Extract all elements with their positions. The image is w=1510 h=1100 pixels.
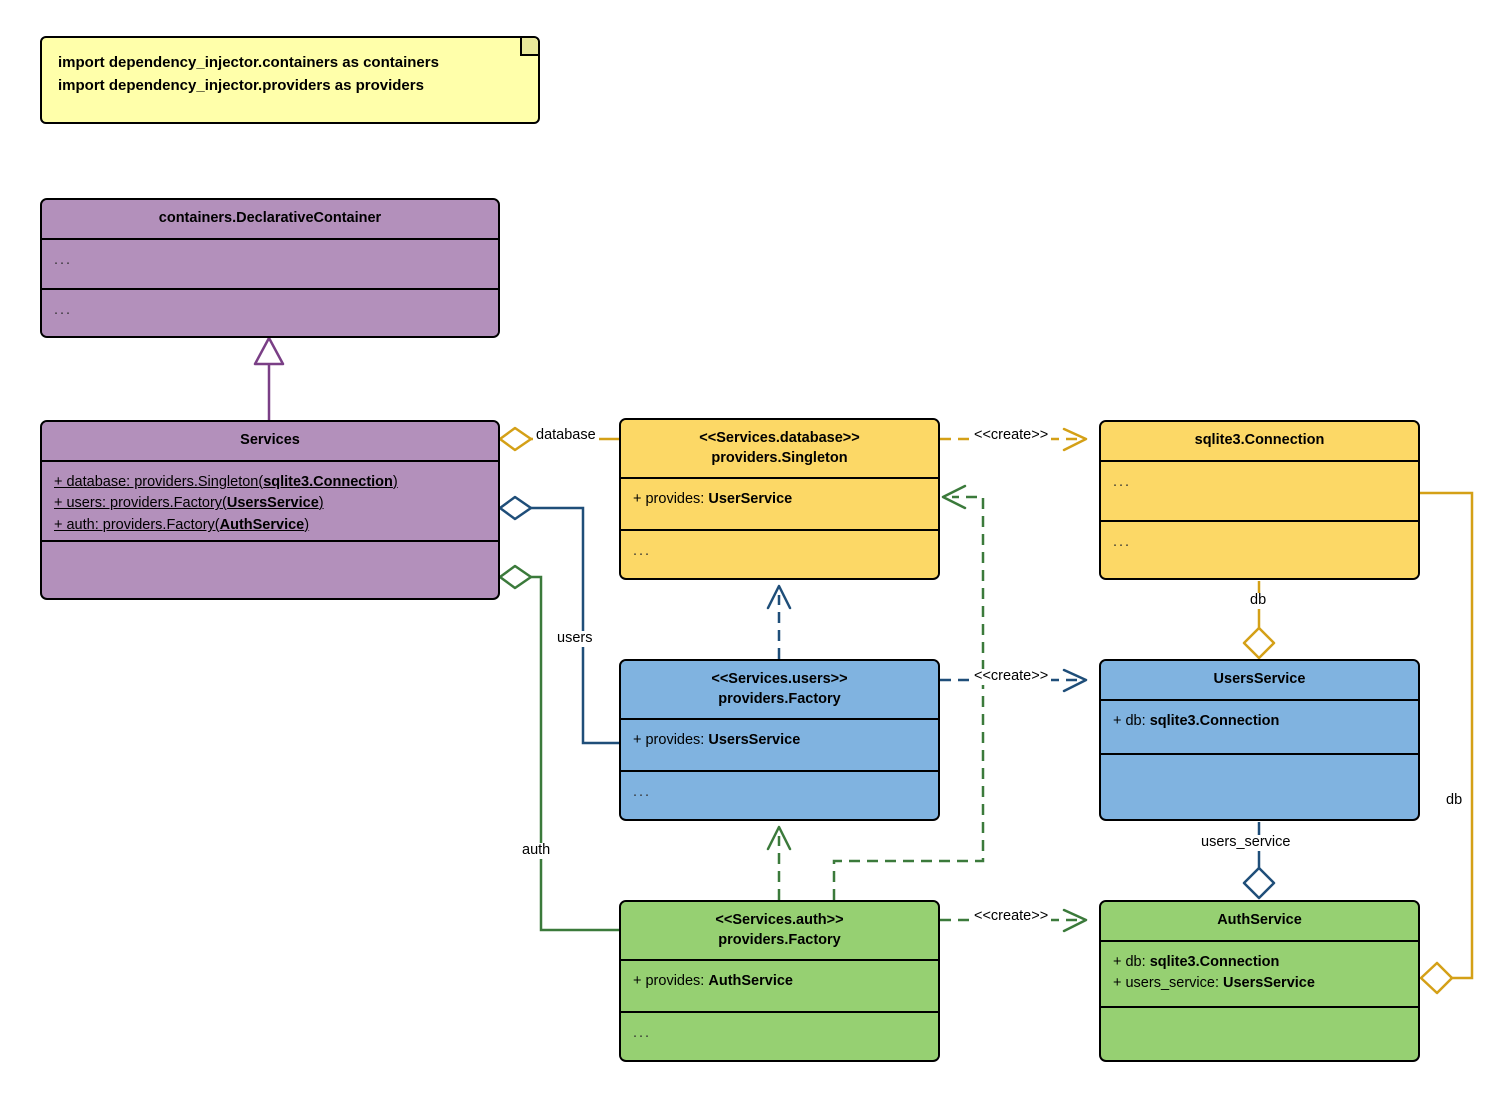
class-box-auth-service[interactable]: AuthService + db: sqlite3.Connection + u… bbox=[1099, 900, 1420, 1062]
edge-generalization-services-to-declarativecontainer bbox=[253, 336, 285, 420]
class-separator bbox=[621, 529, 938, 532]
class-title-services-auth: <<Services.auth>> providers.Factory bbox=[621, 902, 938, 960]
class-separator bbox=[621, 959, 938, 962]
edge-label-db-users-service: db bbox=[1247, 592, 1270, 609]
class-title-services-users: <<Services.users>> providers.Factory bbox=[621, 661, 938, 719]
attribute-auth: + auth: providers.Factory(AuthService) bbox=[54, 517, 310, 534]
class-separator bbox=[42, 459, 498, 462]
attribute-provides: + provides: AuthService bbox=[633, 973, 793, 990]
edge-aggregation-users bbox=[498, 495, 619, 745]
class-box-sqlite3-connection[interactable]: sqlite3.Connection ... ... bbox=[1099, 420, 1420, 580]
class-attributes-services-database: + provides: UserService bbox=[621, 479, 938, 530]
class-operations-auth-service bbox=[1101, 1007, 1418, 1050]
class-title-users-service: UsersService bbox=[1101, 661, 1418, 699]
attribute-provides: + provides: UsersService bbox=[633, 732, 801, 749]
class-operations-users-service bbox=[1101, 754, 1418, 813]
class-operations-sqlite3-connection: ... bbox=[1101, 521, 1418, 578]
attribute-database: + database: providers.Singleton(sqlite3.… bbox=[54, 473, 398, 490]
class-attributes-auth-service: + db: sqlite3.Connection + users_service… bbox=[1101, 941, 1418, 1006]
attribute-provides: + provides: UserService bbox=[633, 491, 793, 508]
classname-providers-factory: providers.Factory bbox=[718, 690, 841, 707]
edge-label-create-database: <<create>> bbox=[971, 427, 1052, 444]
class-operations-declarative-container: ... bbox=[42, 289, 498, 336]
class-separator bbox=[42, 287, 498, 290]
class-separator bbox=[42, 237, 498, 240]
class-box-services-database[interactable]: <<Services.database>> providers.Singleto… bbox=[619, 418, 940, 580]
class-box-services-users[interactable]: <<Services.users>> providers.Factory + p… bbox=[619, 659, 940, 821]
class-box-services-auth[interactable]: <<Services.auth>> providers.Factory + pr… bbox=[619, 900, 940, 1062]
class-attributes-services-auth: + provides: AuthService bbox=[621, 961, 938, 1012]
stereotype-services-auth: <<Services.auth>> bbox=[715, 912, 844, 928]
class-operations-services-users: ... bbox=[621, 772, 938, 819]
class-separator bbox=[621, 770, 938, 773]
attribute-db: + db: sqlite3.Connection bbox=[1113, 712, 1280, 729]
class-separator bbox=[1101, 752, 1418, 755]
classname-providers-singleton: providers.Singleton bbox=[711, 449, 848, 466]
edge-label-users: users bbox=[554, 630, 596, 647]
class-attributes-services-users: + provides: UsersService bbox=[621, 720, 938, 771]
edge-label-create-auth: <<create>> bbox=[971, 908, 1052, 925]
edge-dependency-auth-to-users bbox=[766, 825, 792, 900]
class-separator bbox=[1101, 519, 1418, 522]
edge-label-users-service: users_service bbox=[1198, 834, 1294, 851]
imports-note-text: import dependency_injector.containers as… bbox=[58, 54, 439, 94]
class-title-declarative-container: containers.DeclarativeContainer bbox=[42, 200, 498, 238]
note-fold-corner bbox=[520, 38, 538, 56]
class-operations-services-auth: ... bbox=[621, 1013, 938, 1060]
edge-aggregation-db-authservice bbox=[1419, 491, 1474, 995]
imports-note: import dependency_injector.containers as… bbox=[40, 36, 540, 124]
attribute-users-service: + users_service: UsersService bbox=[1113, 975, 1315, 992]
attribute-users: + users: providers.Factory(UsersService) bbox=[54, 495, 324, 512]
edge-dependency-users-to-database bbox=[766, 584, 792, 659]
class-separator bbox=[1101, 939, 1418, 942]
class-separator bbox=[621, 477, 938, 480]
attribute-db: + db: sqlite3.Connection bbox=[1113, 953, 1280, 970]
class-separator bbox=[621, 718, 938, 721]
class-separator bbox=[42, 539, 498, 542]
edge-label-db-auth-service: db bbox=[1443, 792, 1466, 809]
edge-label-create-users: <<create>> bbox=[971, 668, 1052, 685]
class-attributes-services: + database: providers.Singleton(sqlite3.… bbox=[42, 461, 498, 540]
class-attributes-users-service: + db: sqlite3.Connection bbox=[1101, 700, 1418, 753]
edge-label-database: database bbox=[533, 427, 599, 444]
class-separator bbox=[1101, 459, 1418, 462]
class-attributes-sqlite3-connection: ... bbox=[1101, 461, 1418, 520]
class-box-users-service[interactable]: UsersService + db: sqlite3.Connection bbox=[1099, 659, 1420, 821]
class-separator bbox=[1101, 698, 1418, 701]
class-operations-services bbox=[42, 541, 498, 582]
class-separator bbox=[621, 1011, 938, 1014]
stereotype-services-users: <<Services.users>> bbox=[711, 671, 848, 687]
class-title-services-database: <<Services.database>> providers.Singleto… bbox=[621, 420, 938, 478]
class-title-services: Services bbox=[42, 422, 498, 460]
class-attributes-declarative-container: ... bbox=[42, 239, 498, 288]
classname-providers-factory: providers.Factory bbox=[718, 931, 841, 948]
stereotype-services-database: <<Services.database>> bbox=[699, 430, 860, 446]
edge-label-auth: auth bbox=[519, 842, 554, 859]
class-separator bbox=[1101, 1005, 1418, 1008]
class-title-sqlite3-connection: sqlite3.Connection bbox=[1101, 422, 1418, 460]
class-operations-services-database: ... bbox=[621, 531, 938, 578]
class-box-declarative-container[interactable]: containers.DeclarativeContainer ... ... bbox=[40, 198, 500, 338]
class-title-auth-service: AuthService bbox=[1101, 902, 1418, 940]
edge-aggregation-auth bbox=[498, 564, 619, 932]
class-box-services[interactable]: Services + database: providers.Singleton… bbox=[40, 420, 500, 600]
